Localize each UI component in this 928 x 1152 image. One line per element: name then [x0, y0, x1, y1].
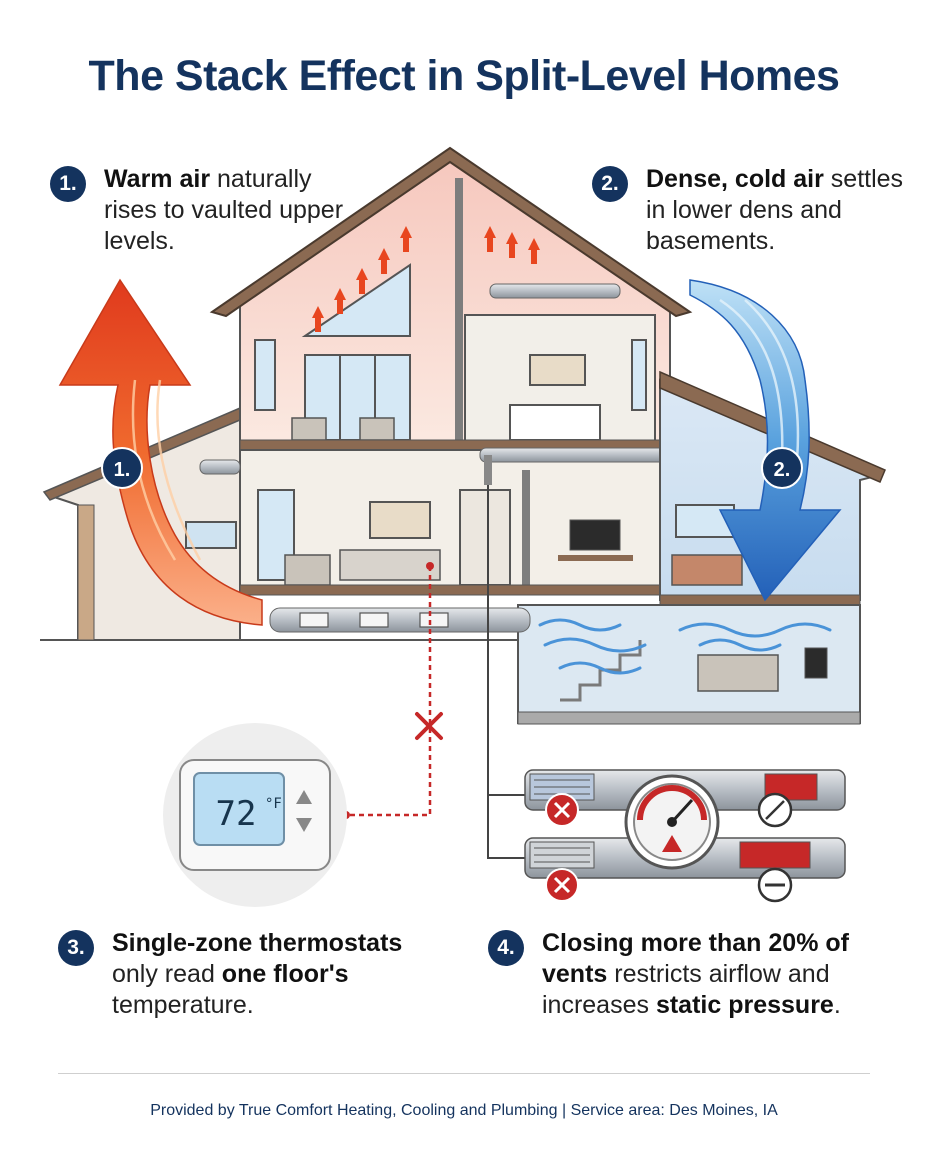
callout-body-2: temperature.: [112, 991, 254, 1019]
close-x-icon: [415, 712, 443, 740]
cold-air-big-arrow: [689, 279, 842, 602]
callout-cold-air: 2. Dense, cold air settles in lower dens…: [592, 164, 912, 257]
main-house: [209, 146, 693, 451]
warm-marker-label: 1.: [114, 459, 131, 481]
callout-bold-2: one floor's: [221, 960, 349, 988]
main-level: [199, 447, 681, 596]
warning-icon: [662, 835, 682, 852]
pressure-gauge-icon: [624, 774, 720, 870]
cold-air-waves: [538, 618, 832, 675]
up-arrow-icon: [296, 790, 312, 804]
closed-vent-icon: [545, 868, 579, 902]
closed-vent-icon: [545, 793, 579, 827]
callout-body: only read: [112, 960, 222, 988]
duct-connector-lines: [487, 455, 525, 859]
callout-number: 2.: [592, 166, 628, 202]
thermostat-wire: [342, 562, 434, 819]
callout-body: settles in lower dens and basements.: [646, 165, 904, 255]
callout-body-2: .: [833, 991, 841, 1019]
callout-bold: Closing more than 20% of vents: [542, 929, 849, 988]
callout-text: Warm air naturally rises to vaulted uppe…: [104, 164, 350, 257]
thermostat-unit: °F: [265, 796, 282, 812]
callout-number: 1.: [50, 166, 86, 202]
warm-marker: 1.: [101, 447, 143, 489]
callout-number: 3.: [58, 930, 94, 966]
callout-bold: Dense, cold air: [646, 165, 824, 193]
callout-warm-air: 1. Warm air naturally rises to vaulted u…: [50, 164, 350, 257]
callout-body: naturally rises to vaulted upper levels.: [104, 165, 344, 255]
vent-diagram: [524, 769, 846, 903]
callout-bold: Single-zone thermostats: [112, 929, 403, 957]
callout-bold: Warm air: [104, 165, 211, 193]
supply-duct: [269, 607, 531, 633]
thermostat-temp: 72: [216, 794, 257, 834]
callout-text: Dense, cold air settles in lower dens an…: [646, 164, 912, 257]
down-arrow-icon: [296, 818, 312, 832]
minus-icon: [757, 867, 793, 903]
callout-text: Single-zone thermostats only read one fl…: [112, 928, 438, 1021]
callout-bold-2: static pressure: [655, 991, 834, 1019]
cold-marker-label: 2.: [774, 459, 791, 481]
basement: [517, 604, 861, 725]
gauge-dial-icon: [757, 792, 793, 828]
footer-credit: Provided by True Comfort Heating, Coolin…: [150, 1102, 778, 1119]
cold-marker: 2.: [761, 447, 803, 489]
warm-air-big-arrow: [58, 278, 263, 626]
warm-air-arrows: [312, 226, 540, 332]
thermostat: 72 °F: [163, 723, 347, 907]
callout-static-pressure: 4. Closing more than 20% of vents restri…: [488, 928, 908, 1021]
callout-thermostat: 3. Single-zone thermostats only read one…: [58, 928, 438, 1021]
callout-number: 4.: [488, 930, 524, 966]
page-title: The Stack Effect in Split-Level Homes: [88, 52, 840, 100]
callout-body: restricts airflow and increases: [542, 960, 830, 1019]
callout-text: Closing more than 20% of vents restricts…: [542, 928, 908, 1021]
footer-divider: [58, 1073, 870, 1074]
